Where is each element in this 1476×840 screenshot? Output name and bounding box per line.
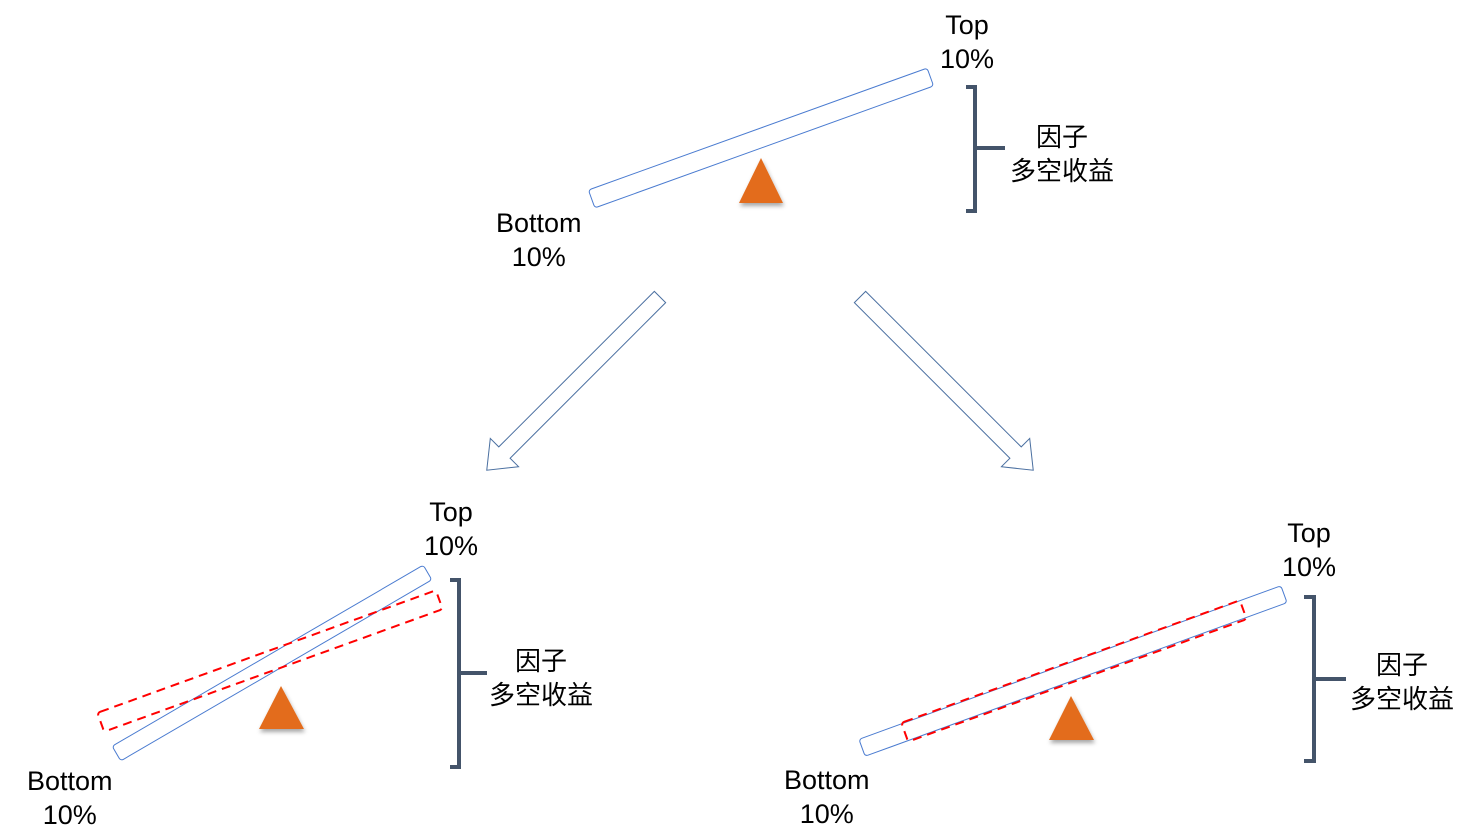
bracket-line2: 多空收益: [1350, 684, 1455, 714]
top-text: Top: [429, 497, 473, 527]
bottom-text: Bottom: [784, 765, 870, 795]
dashed-plank: [901, 600, 1247, 742]
fulcrum-triangle: [739, 158, 783, 203]
fulcrum-triangle: [1049, 696, 1094, 740]
right-seesaw: [859, 586, 1346, 763]
plank: [112, 565, 432, 761]
bracket-line2: 多空收益: [489, 680, 594, 710]
bottom-pct: 10%: [511, 242, 566, 272]
bracket-label: 因子多空收益: [1010, 120, 1114, 188]
arrow-right: [853, 290, 1034, 471]
top-text: Top: [945, 10, 989, 40]
bottom-pct: 10%: [799, 799, 854, 829]
dashed-plank: [97, 590, 443, 732]
top-label: Top 10%: [940, 8, 994, 76]
bracket-line1: 因子: [515, 646, 568, 676]
bracket-line1: 因子: [1376, 650, 1429, 680]
top-label: Top 10%: [1282, 516, 1336, 584]
bottom-label: Bottom 10%: [496, 206, 582, 274]
plank: [859, 586, 1287, 756]
top-pct: 10%: [940, 44, 995, 74]
bracket: [450, 578, 487, 769]
left-seesaw: [97, 565, 487, 769]
top-seesaw: [588, 68, 1005, 213]
top-pct: 10%: [1282, 552, 1337, 582]
bottom-text: Bottom: [27, 766, 113, 796]
bottom-label: Bottom 10%: [27, 764, 113, 832]
bracket-line1: 因子: [1036, 122, 1089, 152]
top-pct: 10%: [424, 531, 479, 561]
arrow-left: [486, 290, 667, 471]
bottom-text: Bottom: [496, 208, 582, 238]
bottom-label: Bottom 10%: [784, 763, 870, 831]
bottom-pct: 10%: [42, 800, 97, 830]
fulcrum-triangle: [259, 686, 304, 729]
bracket-line2: 多空收益: [1010, 156, 1115, 186]
top-label: Top 10%: [424, 495, 478, 563]
top-text: Top: [1287, 518, 1331, 548]
bracket-label: 因子多空收益: [1350, 648, 1454, 716]
bracket: [1304, 595, 1346, 763]
bracket-label: 因子多空收益: [489, 644, 593, 712]
bracket: [966, 85, 1005, 213]
plank: [588, 68, 934, 208]
